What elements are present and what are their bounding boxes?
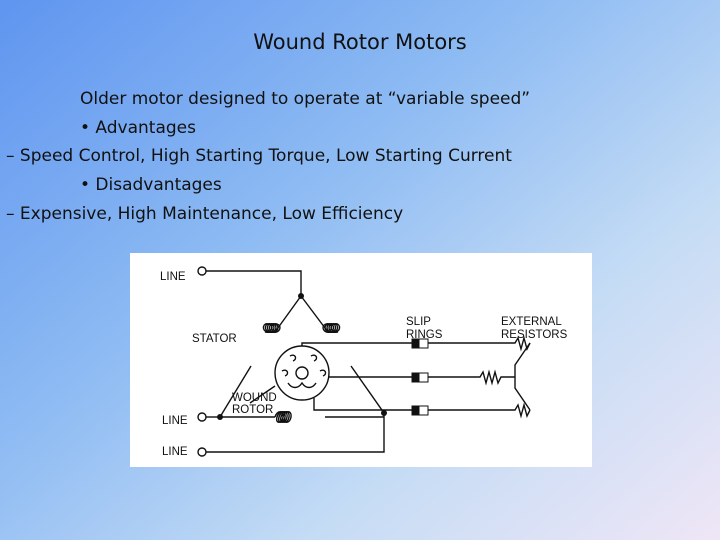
bullet-advantages: • Advantages [80,118,196,138]
terminal-line-mid [197,412,207,422]
terminal-line-bottom [197,447,207,457]
label-slip: SLIP [406,316,431,328]
junction-dots [217,293,387,420]
stator-winding [219,295,385,423]
label-rings: RINGS [406,329,443,341]
label-external: EXTERNAL [501,316,562,328]
label-stator: STATOR [192,333,237,345]
label-resistors: RESISTORS [501,329,568,341]
label-rotor: ROTOR [232,404,273,416]
wound-rotor [249,345,330,404]
label-line-mid: LINE [162,415,188,427]
label-line-top: LINE [160,271,186,283]
slip-rings [411,338,429,416]
intro-text: Older motor designed to operate at “vari… [80,89,531,109]
terminal-line-top [197,266,207,276]
slide-title: Wound Rotor Motors [253,30,467,54]
label-line-bottom: LINE [162,446,188,458]
advantages-detail: – Speed Control, High Starting Torque, L… [6,146,512,166]
disadvantages-detail: – Expensive, High Maintenance, Low Effic… [6,204,404,224]
label-wound: WOUND [232,392,277,404]
bullet-disadvantages: • Disadvantages [80,175,222,195]
wound-rotor-motor-diagram: LINE STATOR SLIP RINGS EXTERNAL RESISTOR… [130,253,592,467]
